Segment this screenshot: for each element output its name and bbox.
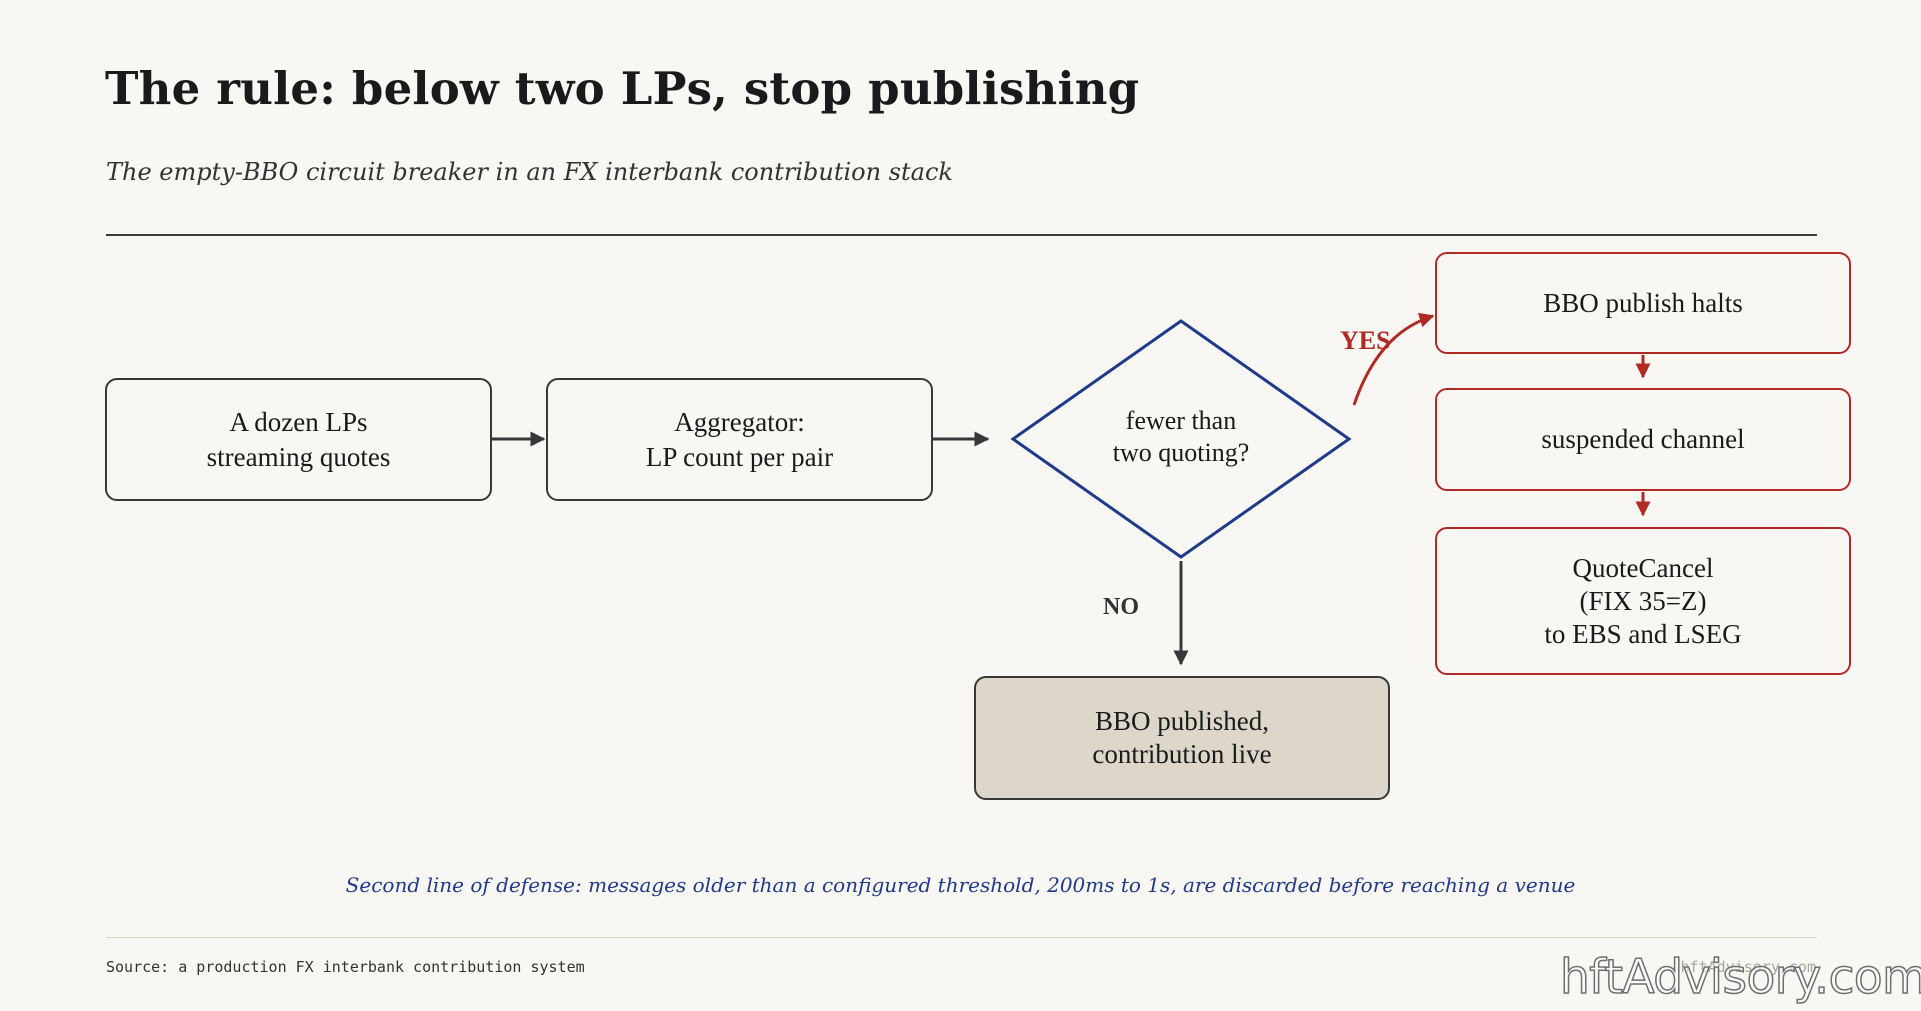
arrow-decision-to-halts xyxy=(1352,312,1435,406)
edge-label-no: NO xyxy=(1103,594,1139,620)
decision-diamond xyxy=(1010,319,1352,559)
header-divider xyxy=(106,234,1817,236)
source-credit: Source: a production FX interbank contri… xyxy=(106,958,585,976)
decision-label: fewer than two quoting? xyxy=(1112,406,1250,467)
node-lp-streams: A dozen LPs streaming quotes xyxy=(105,378,492,501)
node-publish-halts: BBO publish halts xyxy=(1435,252,1851,354)
node-aggregator: Aggregator: LP count per pair xyxy=(546,378,933,501)
footer-divider xyxy=(106,937,1817,938)
edge-label-yes: YES xyxy=(1340,326,1391,355)
node-bbo-published: BBO published, contribution live xyxy=(974,676,1390,800)
page-subtitle: The empty-BBO circuit breaker in an FX i… xyxy=(106,158,953,186)
defense-note: Second line of defense: messages older t… xyxy=(345,873,1576,897)
watermark: hftAdvisory.com xyxy=(1559,949,1921,1006)
site-credit: hftAdvisory.com xyxy=(1680,958,1816,976)
page-title: The rule: below two LPs, stop publishing xyxy=(105,62,1140,115)
node-suspended-channel: suspended channel xyxy=(1435,388,1851,491)
node-quote-cancel: QuoteCancel (FIX 35=Z) to EBS and LSEG xyxy=(1435,527,1851,675)
